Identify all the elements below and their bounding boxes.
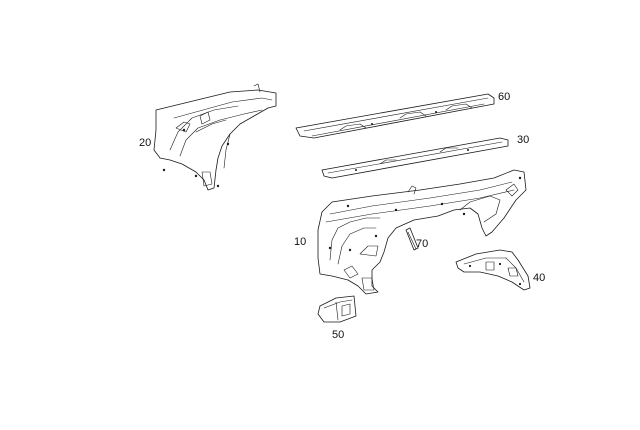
callout-20: 20	[139, 137, 152, 149]
callout-10: 10	[294, 236, 307, 248]
part-30-reinforcement	[321, 137, 509, 179]
part-40-bracket	[455, 249, 531, 291]
callout-30: 30	[517, 134, 530, 146]
part-70-pin	[405, 227, 419, 251]
part-20-inner-panel	[153, 83, 277, 191]
callout-60: 60	[498, 91, 511, 103]
callout-40: 40	[533, 272, 546, 284]
part-50-small-bracket	[317, 295, 357, 323]
part-60-upper-rail	[295, 93, 495, 139]
part-10-main-member	[317, 169, 527, 295]
callout-70: 70	[416, 238, 429, 250]
callout-50: 50	[332, 329, 345, 341]
